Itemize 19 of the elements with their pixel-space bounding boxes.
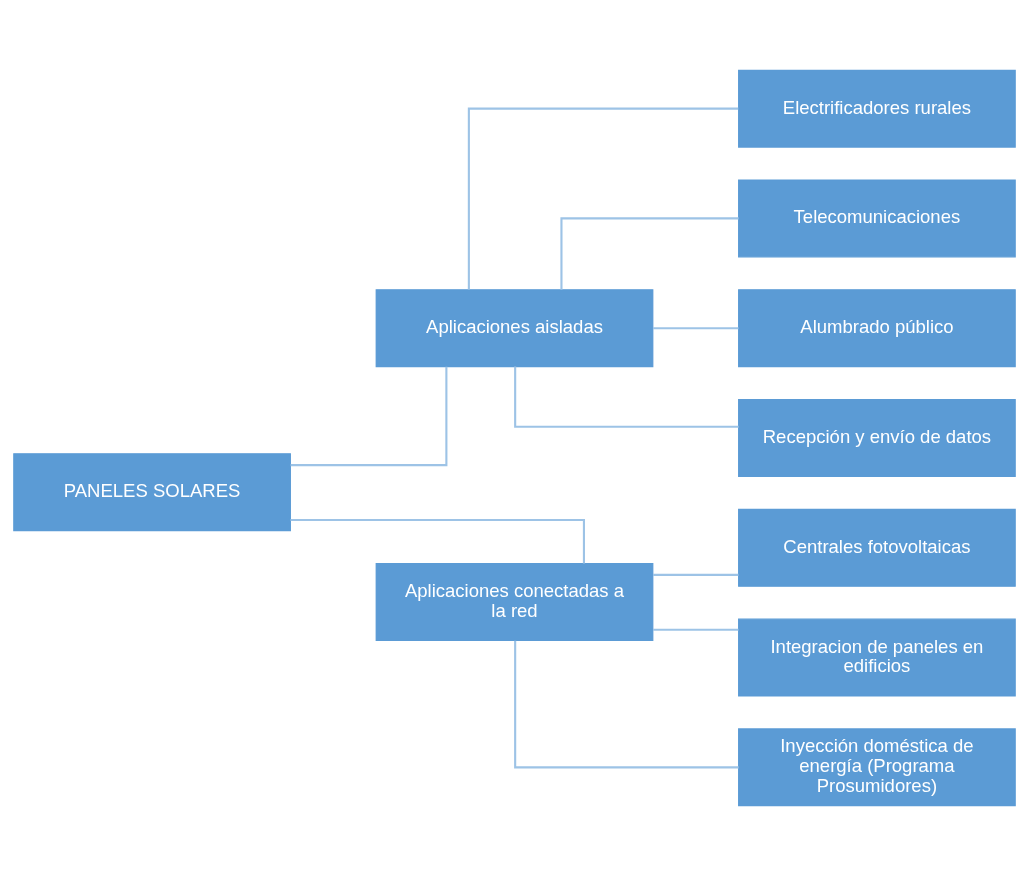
connector bbox=[653, 327, 739, 330]
connector bbox=[514, 640, 739, 769]
connector bbox=[514, 366, 739, 428]
node-box: Electrificadores rurales bbox=[738, 69, 1016, 148]
connector bbox=[290, 518, 585, 564]
connector bbox=[467, 107, 739, 290]
node-box: PANELES SOLARES bbox=[13, 453, 291, 532]
connector bbox=[653, 573, 739, 576]
node-box: Aplicaciones conectadas a la red bbox=[375, 563, 654, 642]
connector bbox=[560, 217, 739, 290]
connector bbox=[290, 366, 448, 467]
node-box: Alumbrado público bbox=[738, 289, 1016, 368]
node-box: Telecomunicaciones bbox=[738, 179, 1016, 258]
node-box: Centrales fotovoltaicas bbox=[738, 508, 1016, 587]
node-box: Integracion de paneles en edificios bbox=[738, 618, 1016, 697]
node-box: Recepción y envío de datos bbox=[738, 398, 1016, 478]
connector bbox=[653, 628, 739, 631]
node-box: Aplicaciones aisladas bbox=[375, 289, 654, 368]
node-box: Inyección doméstica de energía (Programa Prosumidores) bbox=[738, 728, 1016, 807]
